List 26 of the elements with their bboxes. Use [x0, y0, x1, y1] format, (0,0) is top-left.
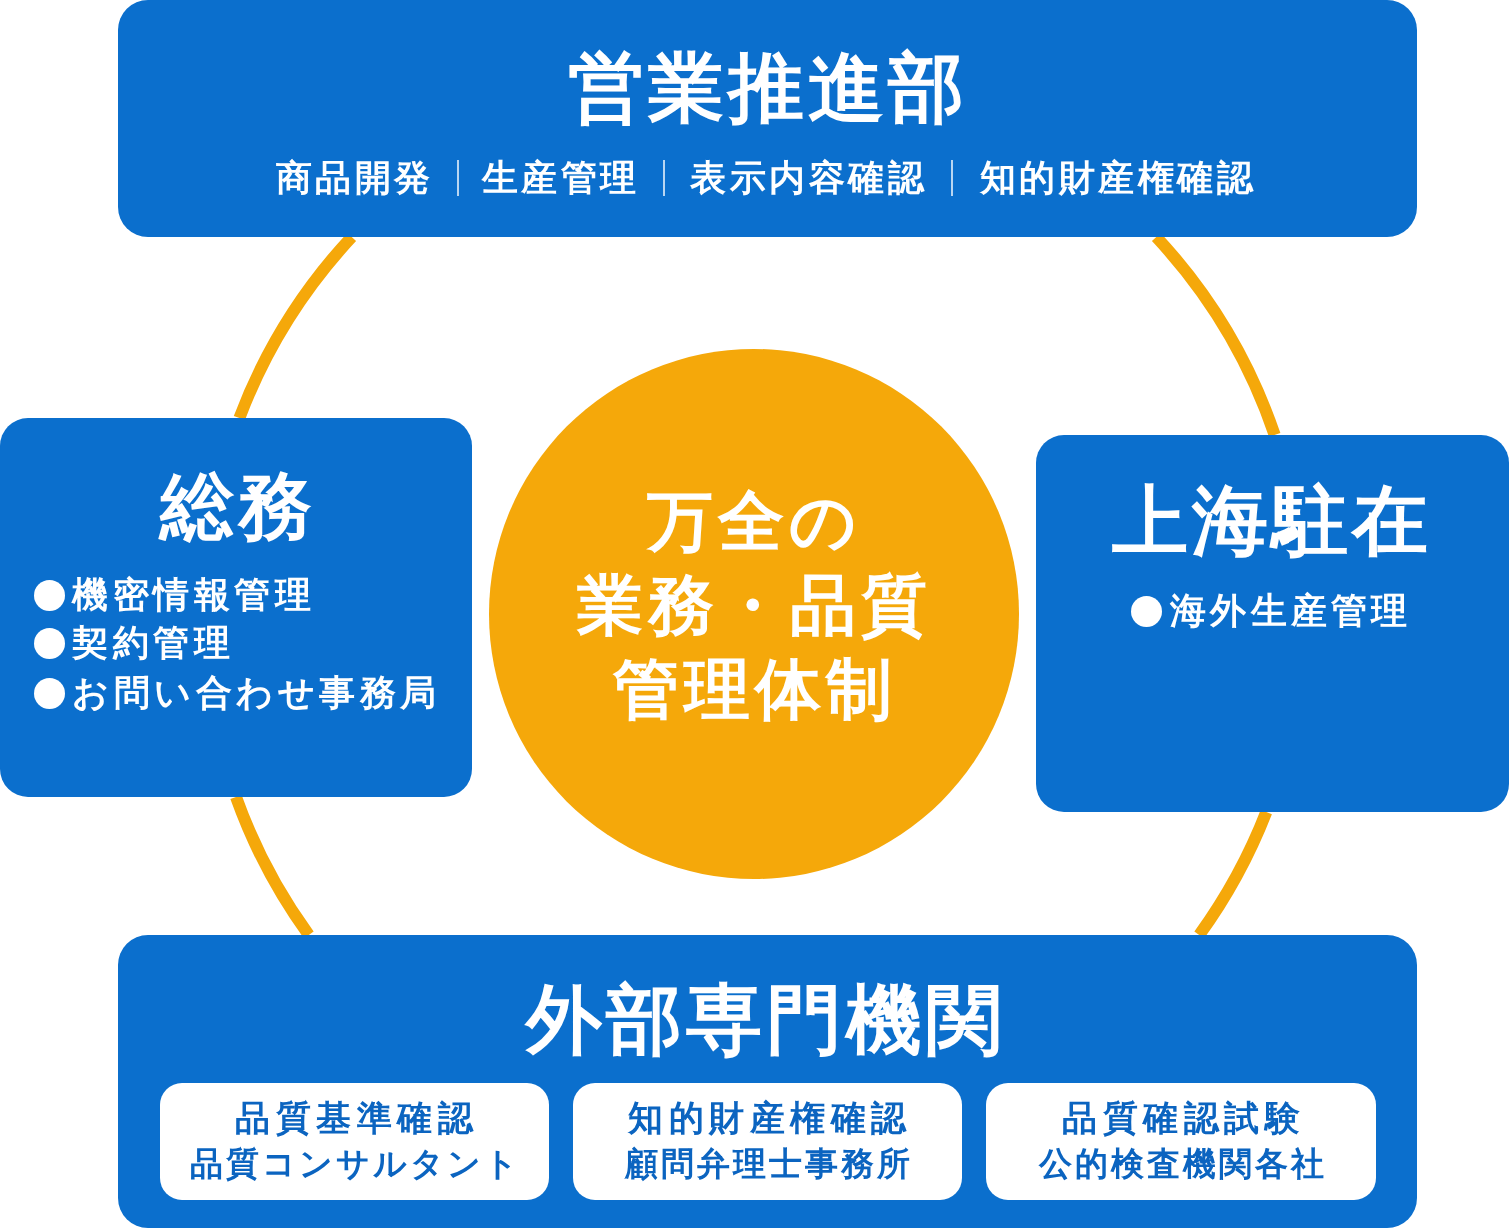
service-label: 公的検査機関各社	[1037, 1146, 1327, 1180]
department-box	[1036, 435, 1509, 812]
department-box	[0, 418, 472, 797]
task-label: 生産管理	[480, 160, 640, 196]
service-label: 顧問弁理士事務所	[623, 1146, 913, 1180]
service-box	[986, 1083, 1376, 1200]
center-label: 万全の業務・品質管理体制	[576, 482, 932, 730]
service-label: 知的財産権確認	[627, 1100, 912, 1136]
department-heading: 外部専門機関	[523, 982, 1006, 1058]
task-label: 知的財産権確認	[978, 160, 1256, 196]
department-heading: 上海駐在	[1111, 483, 1432, 559]
department-box	[118, 0, 1417, 237]
task-label: 商品開発	[274, 160, 434, 196]
service-label: 品質コンサルタント	[189, 1146, 521, 1180]
department-box	[118, 935, 1417, 1228]
task-label: 表示内容確認	[689, 160, 928, 196]
service-box	[573, 1083, 962, 1200]
department-heading: 総務	[157, 469, 316, 543]
task-label: 機密情報管理	[72, 577, 315, 613]
department-heading: 営業推進部	[567, 50, 968, 126]
service-label: 品質確認試験	[1061, 1100, 1306, 1136]
task-label: 海外生産管理	[1170, 593, 1412, 629]
service-label: 品質基準確認	[234, 1100, 479, 1136]
service-box	[160, 1083, 549, 1200]
task-label: 契約管理	[72, 625, 234, 661]
task-label: お問い合わせ事務局	[72, 675, 441, 711]
